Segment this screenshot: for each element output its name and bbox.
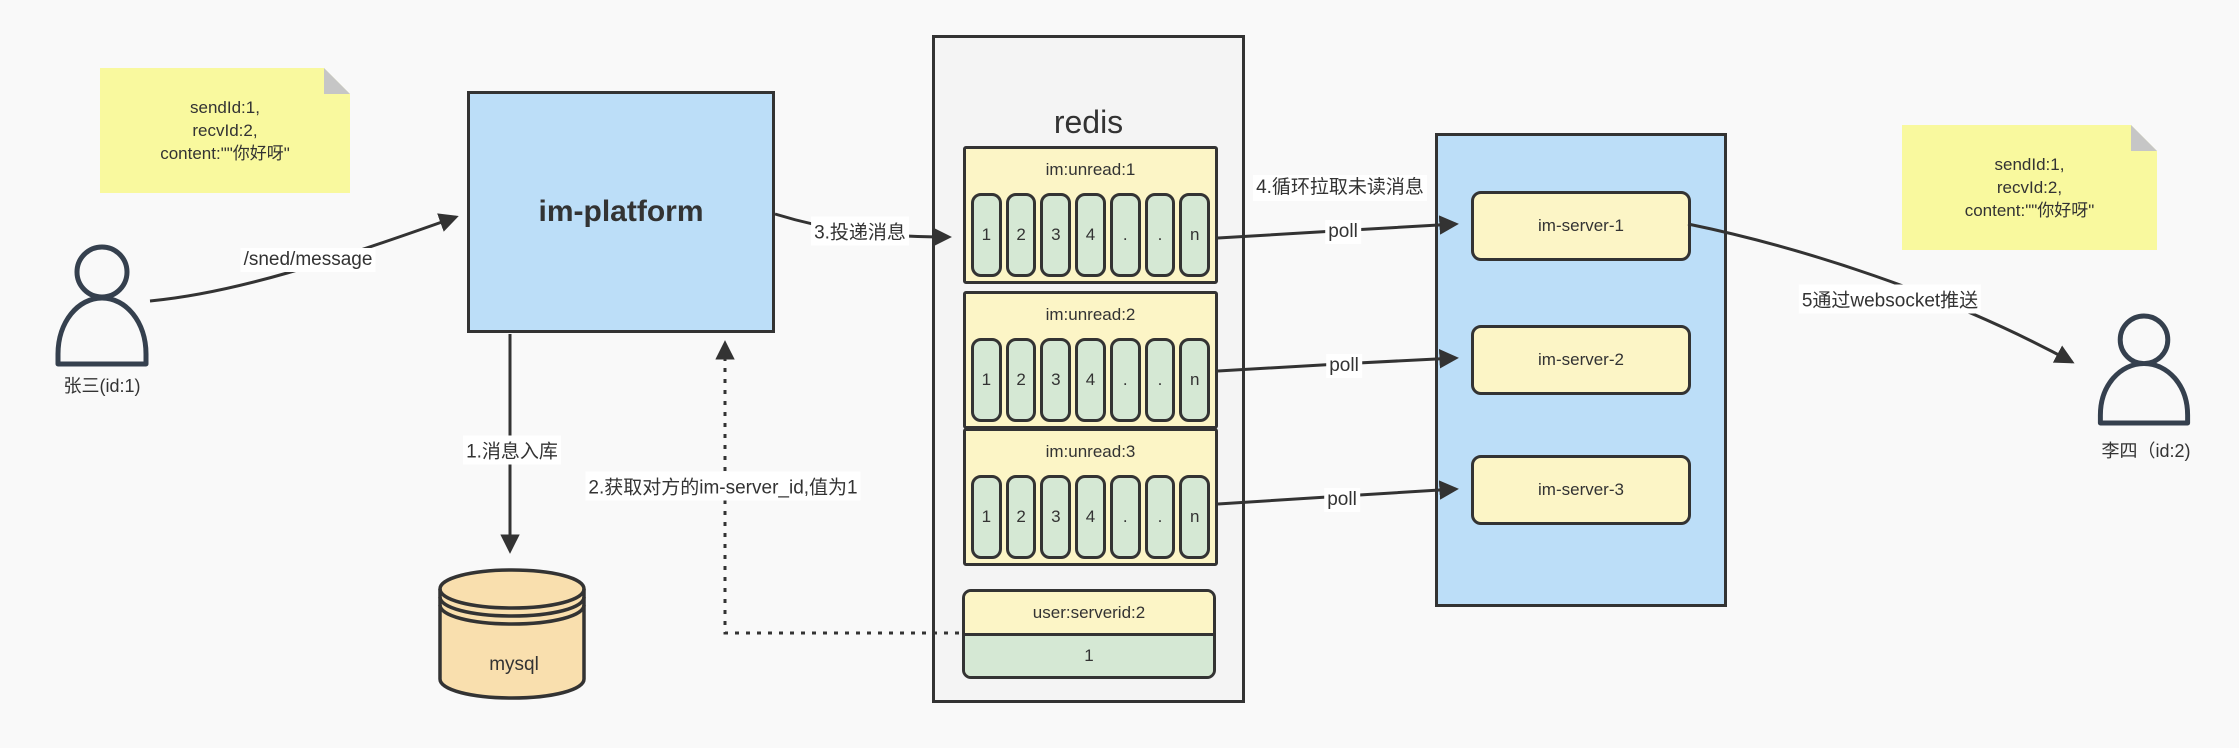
list-cell: 1 [971,338,1002,422]
list-cell: 2 [1005,338,1037,422]
list-cell: . [1144,193,1176,277]
note-line: recvId:2, [192,121,258,140]
list-cell: n [1179,193,1211,277]
edge-label-poll-1: poll [1325,220,1361,244]
list-header: im:unread:3 [1045,442,1136,461]
note-line: sendId:1, [190,98,260,117]
note-line: sendId:1, [1994,155,2065,174]
redis-title: redis [1053,104,1124,140]
list-cell: 2 [1005,193,1037,277]
list-cell: 4 [1075,338,1106,422]
note-fold-icon [324,68,350,94]
im-server-1-box: im-server-1 [1471,191,1691,261]
mysql-label: mysql [489,654,539,675]
mysql-cylinder-icon [438,568,586,700]
list-cell: . [1144,475,1176,559]
actor-receiver-label: 李四（id:2) [2101,441,2191,461]
list-cell: n [1179,475,1211,559]
im-server-3-box: im-server-3 [1471,455,1691,525]
im-server-1-label: im-server-1 [1538,216,1624,235]
im-server-group: im-server-1 im-server-2 im-server-3 [1435,133,1727,607]
im-server-2-label: im-server-2 [1538,350,1624,369]
list-cell: 4 [1075,475,1106,559]
list-header: im:unread:1 [1045,160,1136,179]
edge-label-step1: 1.消息入库 [463,435,561,465]
sticky-note-left: sendId:1, recvId:2, content:""你好呀" [100,68,350,193]
list-cell: 4 [1075,193,1106,277]
list-cell: . [1109,338,1141,422]
unread-list-1: im:unread:1 1 2 3 4 . . n [963,146,1218,284]
list-cells: 1 2 3 4 . . n [966,338,1215,422]
list-cell: . [1109,475,1141,559]
list-cell: 2 [1005,475,1037,559]
actor-receiver-icon [2097,313,2191,426]
sticky-note-right: sendId:1, recvId:2, content:""你好呀" [1902,125,2157,250]
kv-header: user:serverid:2 [965,592,1213,636]
edge-label-step2: 2.获取对方的im-server_id,值为1 [585,471,861,501]
edge-label-step3: 3.投递消息 [811,216,909,246]
unread-list-3: im:unread:3 1 2 3 4 . . n [963,428,1218,566]
list-cell: 3 [1040,338,1072,422]
edge-label-step5: 5通过websocket推送 [1798,284,1982,314]
list-cells: 1 2 3 4 . . n [966,475,1215,559]
note-line: content:""你好呀" [160,144,290,163]
im-platform-label: im-platform [538,195,704,228]
im-server-2-box: im-server-2 [1471,325,1691,395]
note-text: sendId:1, recvId:2, content:""你好呀" [160,96,290,165]
list-cell: 3 [1040,475,1072,559]
list-cell: . [1109,193,1141,277]
list-header: im:unread:2 [1045,305,1136,324]
kv-value: 1 [965,636,1213,676]
list-cell: n [1179,338,1211,422]
unread-list-2: im:unread:2 1 2 3 4 . . n [963,291,1218,429]
list-cell: 3 [1040,193,1072,277]
edge-label-step4: 4.循环拉取未读消息 [1253,175,1427,201]
note-line: recvId:2, [1996,178,2063,197]
actor-sender-label: 张三(id:1) [63,376,141,396]
actor-sender-icon [55,244,149,367]
list-cell: 1 [971,193,1002,277]
list-cells: 1 2 3 4 . . n [966,193,1215,277]
im-server-3-label: im-server-3 [1538,480,1624,499]
edge-label-send: /sned/message [240,248,376,272]
list-cell: . [1144,338,1176,422]
note-fold-icon [2131,125,2157,151]
im-platform-box: im-platform [467,91,775,333]
edge-label-poll-2: poll [1326,354,1362,378]
redis-container: redis im:unread:1 1 2 3 4 . . n im:unrea… [932,35,1245,703]
edge-label-poll-3: poll [1324,488,1360,512]
note-line: content:""你好呀" [1964,201,2095,220]
user-serverid-box: user:serverid:2 1 [962,589,1216,679]
note-text: sendId:1, recvId:2, content:""你好呀" [1965,153,2095,222]
list-cell: 1 [971,475,1002,559]
